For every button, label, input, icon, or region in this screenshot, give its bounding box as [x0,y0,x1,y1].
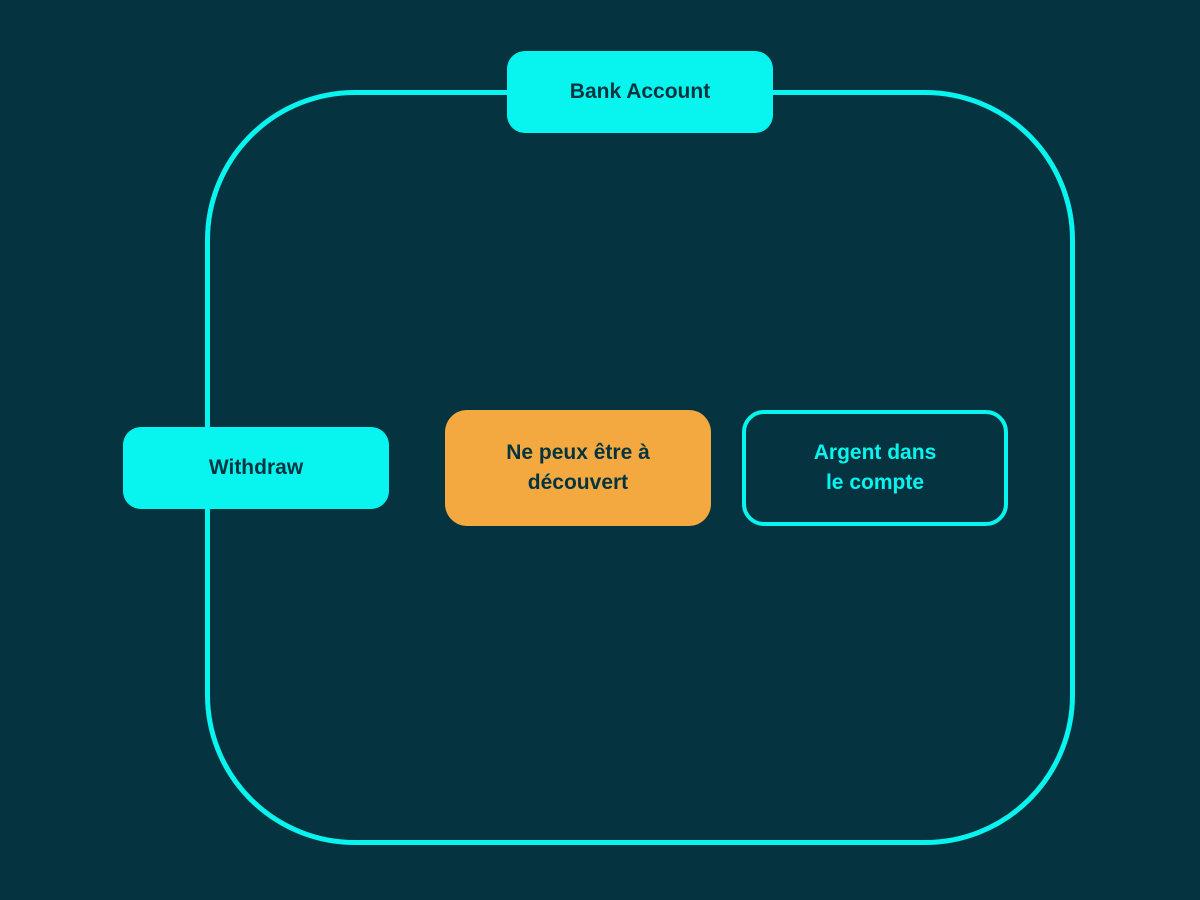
aggregate-title-node: Bank Account [507,51,773,133]
overdraft-rule-node: Ne peux être à découvert [445,410,711,526]
account-balance-state-node: Argent dans le compte [742,410,1008,526]
withdraw-command-node: Withdraw [123,427,389,509]
